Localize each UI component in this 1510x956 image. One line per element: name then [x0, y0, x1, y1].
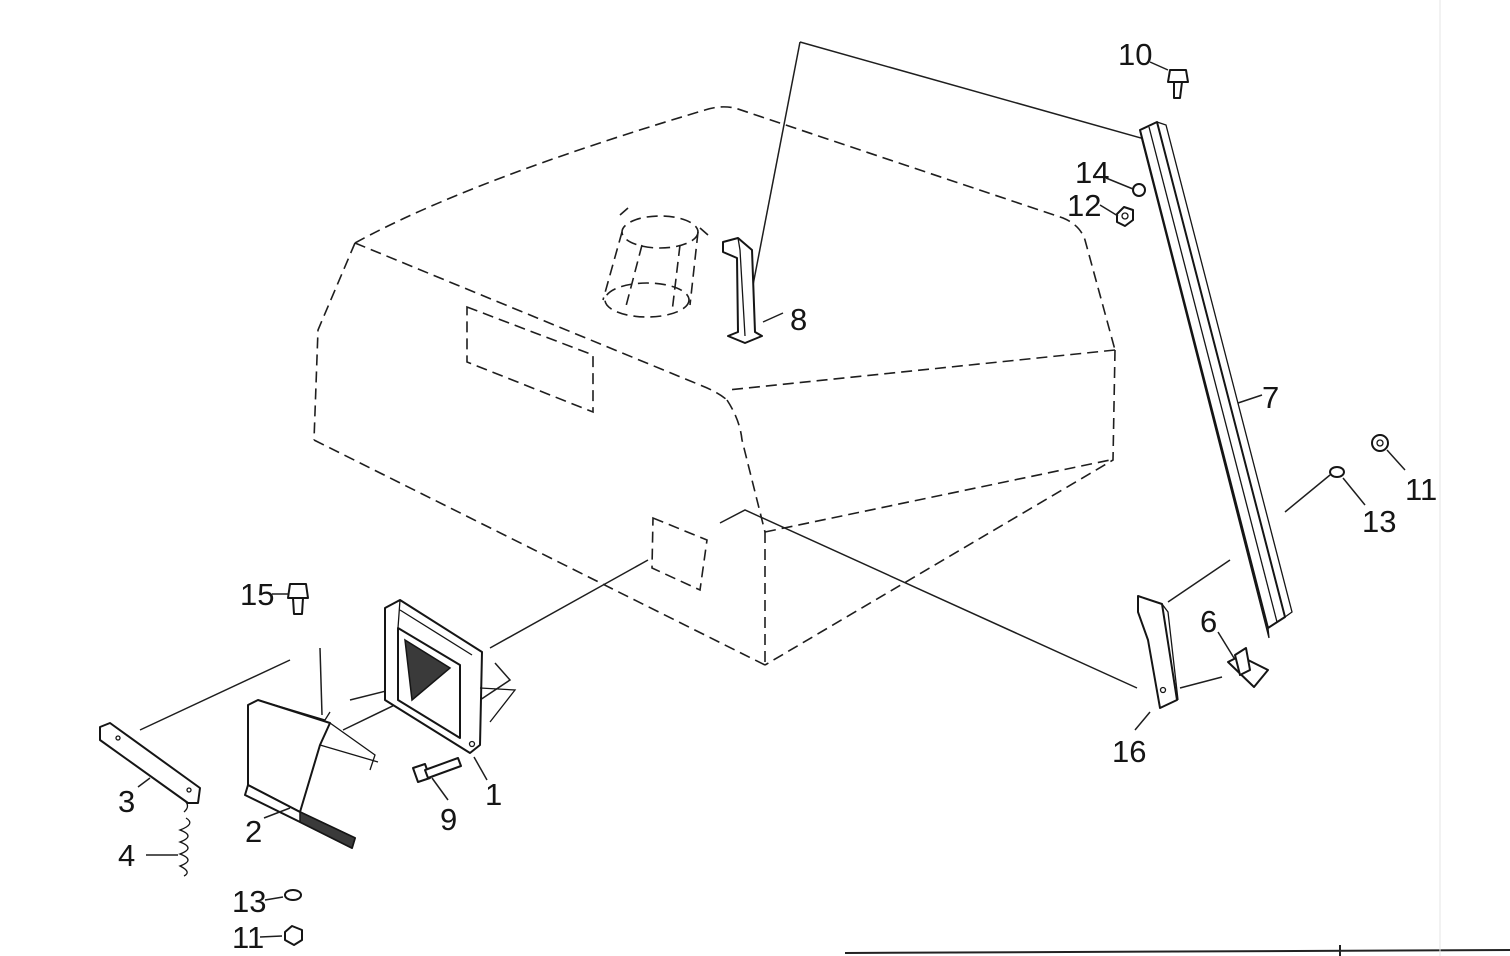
callout-11-left: 11	[232, 920, 264, 955]
callout-7: 7	[1262, 380, 1279, 415]
callout-12: 12	[1067, 188, 1101, 223]
bracket-part-8	[722, 237, 763, 344]
callout-13-right: 13	[1362, 504, 1396, 539]
tank-outline	[313, 106, 1116, 666]
bolt-part-9	[412, 757, 462, 783]
callout-15: 15	[240, 577, 274, 612]
callout-6: 6	[1200, 604, 1217, 639]
housing-part-1	[384, 599, 517, 754]
channel-rail-part-7	[1139, 121, 1293, 639]
filler-neck	[602, 207, 709, 318]
callout-16: 16	[1112, 734, 1146, 769]
flap-part-2	[244, 699, 379, 850]
nut-part-11-left	[284, 925, 303, 946]
bolt-part-15	[287, 583, 309, 615]
page-frame	[844, 0, 1510, 956]
callout-14: 14	[1075, 155, 1109, 190]
washer-part-13-right	[1329, 466, 1345, 478]
bracket-part-16	[1137, 595, 1179, 709]
washer-part-14	[1132, 183, 1146, 197]
callout-8: 8	[790, 302, 807, 337]
callout-9: 9	[440, 802, 457, 837]
callout-leaders	[137, 61, 1406, 938]
callout-4: 4	[118, 838, 135, 873]
clip-part-6	[1227, 647, 1269, 688]
callout-numbers: 10 14 12 8 7 11 13 6 16 15 1 9 3 2 4 13 …	[118, 37, 1437, 955]
callout-13-left: 13	[232, 884, 266, 919]
nut-part-11-right	[1371, 434, 1389, 452]
callout-11-right: 11	[1405, 472, 1437, 507]
callout-2: 2	[245, 814, 262, 849]
spring-part-4	[178, 799, 191, 877]
washer-part-13-left	[284, 889, 302, 901]
nut-part-12	[1116, 206, 1134, 227]
callout-1: 1	[485, 777, 502, 812]
callout-3: 3	[118, 784, 135, 819]
bolt-part-10	[1167, 69, 1189, 99]
callout-10: 10	[1118, 37, 1152, 72]
strip-part-3	[99, 722, 201, 804]
